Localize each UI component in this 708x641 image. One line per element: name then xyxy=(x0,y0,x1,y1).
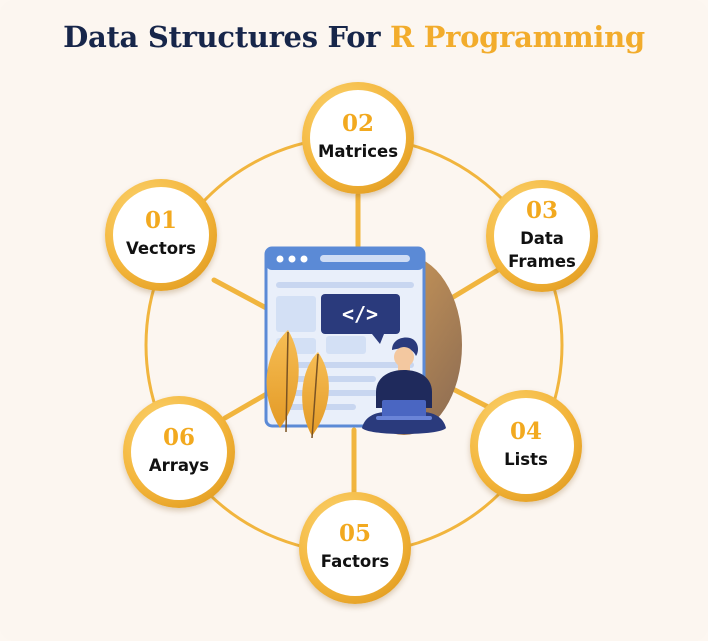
center-illustration: </> xyxy=(264,246,462,439)
node-label: Factors xyxy=(320,552,390,572)
node-number: 02 xyxy=(341,110,374,138)
node-number: 05 xyxy=(338,520,371,548)
title-main: Data Structures For xyxy=(63,20,381,54)
title-highlight: R Programming xyxy=(390,20,645,54)
page-title: Data Structures For R Programming xyxy=(0,20,708,54)
node-label: Data Frames xyxy=(508,229,576,271)
node-number: 03 xyxy=(525,197,558,225)
code-bubble: </> xyxy=(321,294,400,344)
node-label: Matrices xyxy=(317,142,399,162)
person-with-laptop-icon xyxy=(362,337,446,434)
code-tag-icon: </> xyxy=(342,302,378,326)
node-label: Lists xyxy=(504,450,548,470)
node-label: Arrays xyxy=(148,456,210,476)
plant-leaves xyxy=(266,330,329,439)
node-number: 04 xyxy=(509,418,542,446)
node-number: 06 xyxy=(162,424,195,452)
node-label: Vectors xyxy=(125,239,197,259)
node-number: 01 xyxy=(144,207,177,235)
